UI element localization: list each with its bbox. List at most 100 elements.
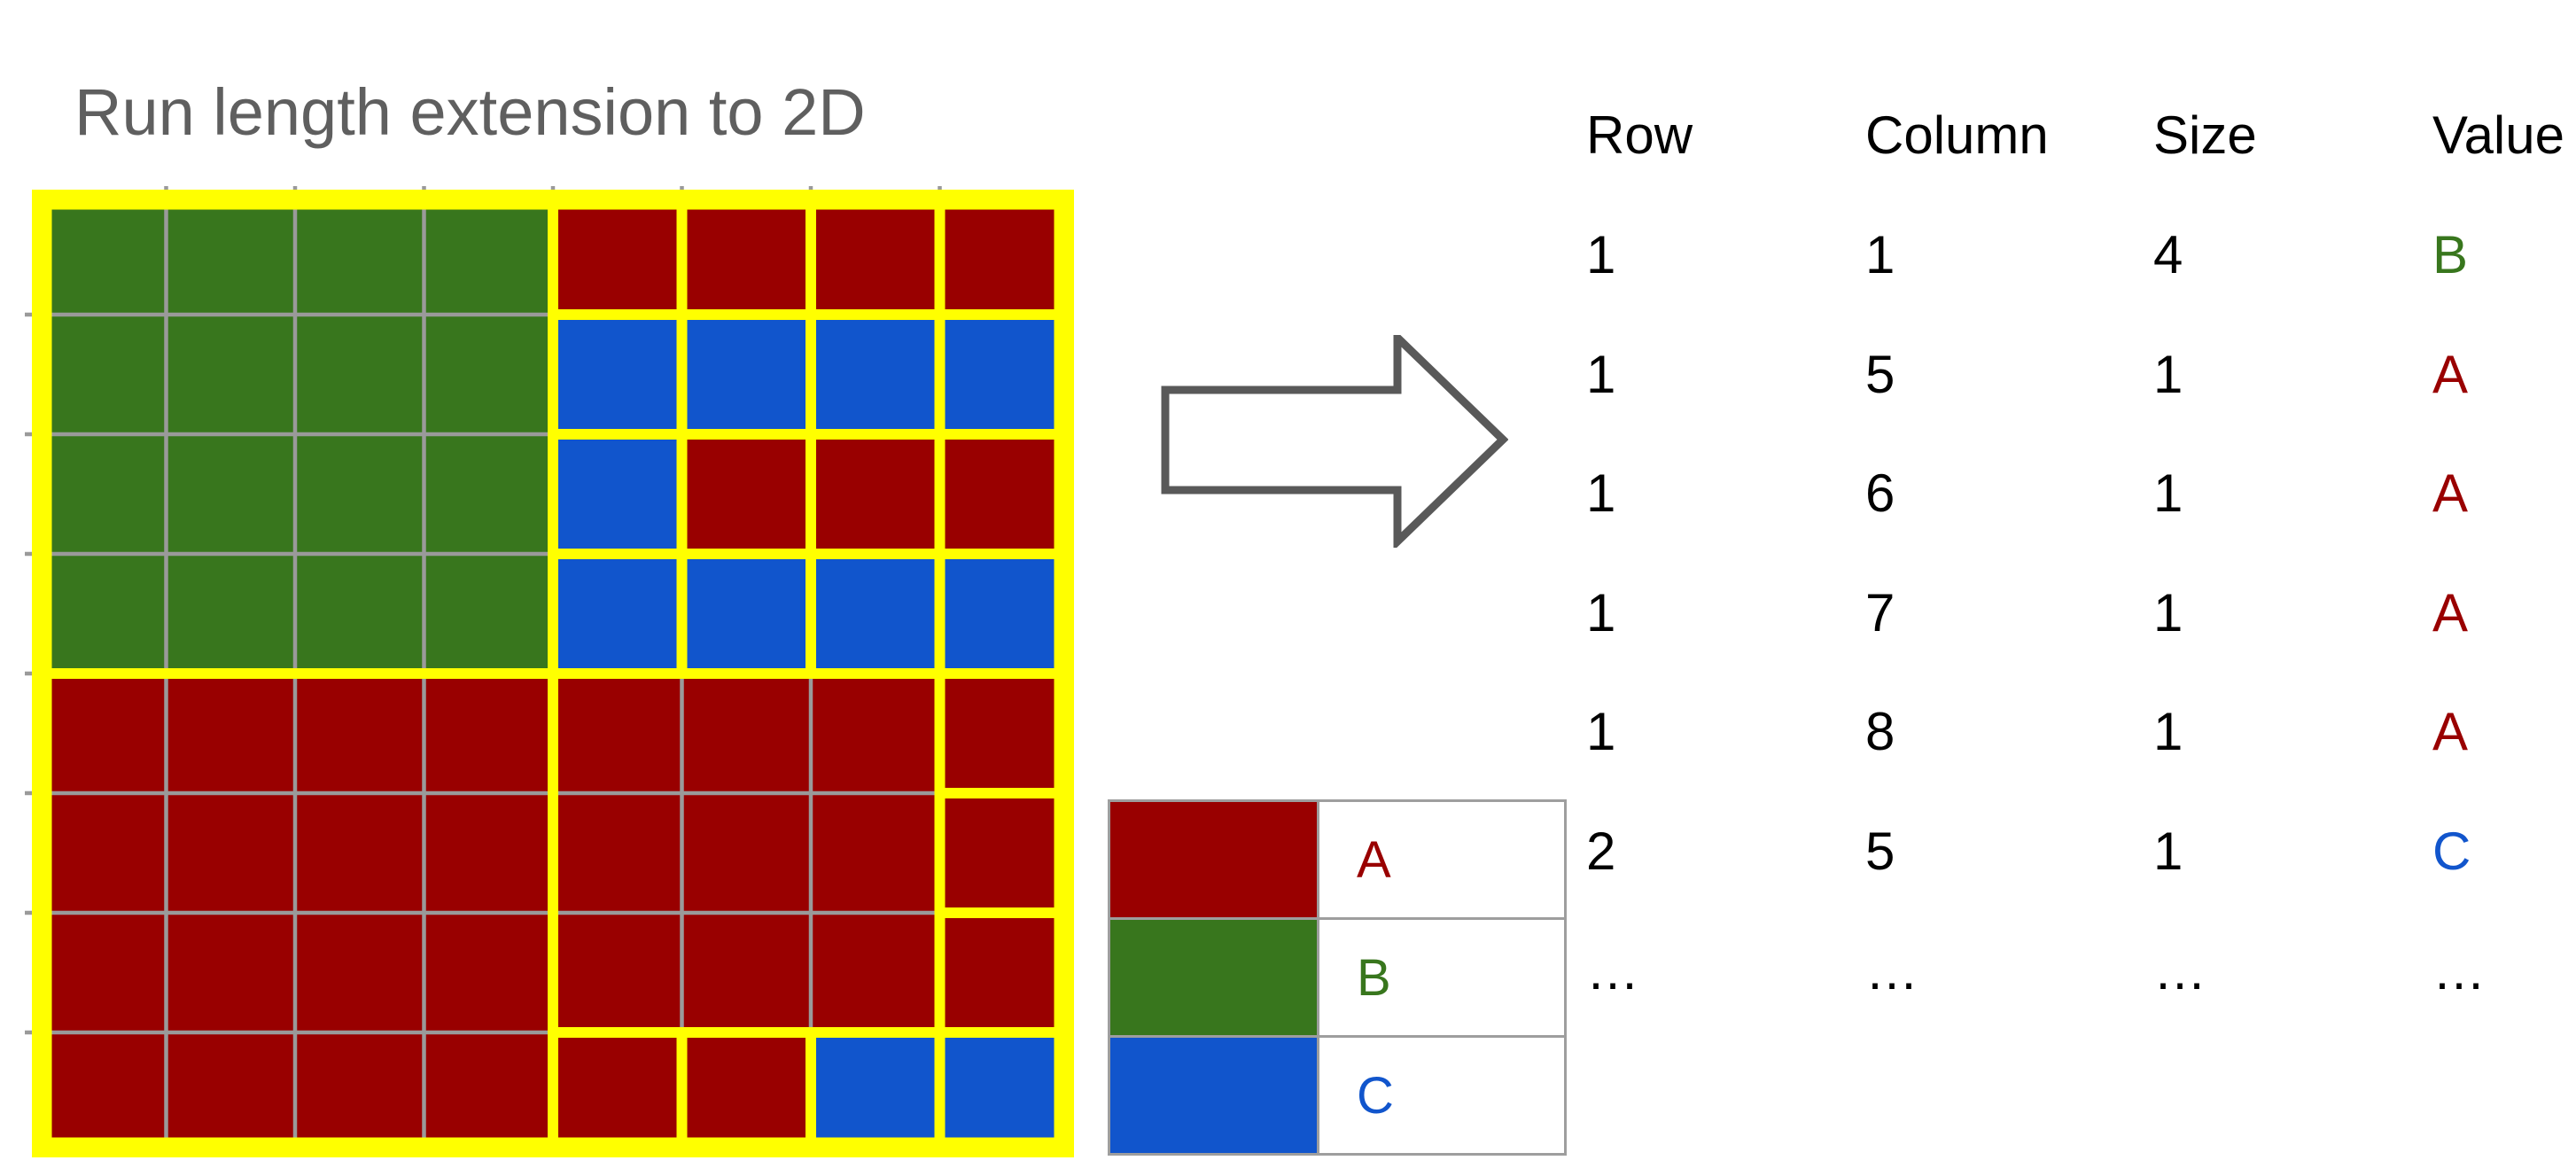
grid-cell: [424, 674, 554, 794]
legend-swatch-C: [1108, 1035, 1319, 1156]
grid-cell: [811, 315, 941, 435]
table-cell-column: 8: [1865, 702, 1895, 761]
table-cell-column: 5: [1865, 822, 1895, 881]
page-title: Run length extension to 2D: [74, 75, 866, 149]
grid-cell: [37, 315, 167, 435]
grid-cell: [811, 913, 941, 1033]
legend-swatch-B: [1108, 917, 1319, 1038]
table-cell-row: 1: [1586, 225, 1616, 284]
grid-cell: [553, 315, 683, 435]
legend-swatch-A: [1108, 799, 1319, 920]
legend-row: A: [1108, 799, 1567, 920]
table-cell-value: A: [2432, 583, 2469, 643]
grid-cell: [681, 315, 812, 435]
grid-cell: [295, 315, 425, 435]
grid-cell: [681, 554, 812, 674]
table-cell-value: C: [2432, 822, 2471, 881]
header-column: Column: [1865, 105, 2049, 165]
table-cell-row: 1: [1586, 702, 1616, 761]
table-cell-row: 1: [1586, 345, 1616, 404]
rle-grid: [25, 186, 1074, 1157]
table-cell-column: 7: [1865, 583, 1895, 643]
grid-cell: [681, 913, 812, 1033]
grid-cell: [811, 793, 941, 914]
grid-cell: [681, 793, 812, 914]
grid-outer-border: [36, 194, 1070, 1153]
grid-cell: [424, 195, 554, 315]
grid-cell: [37, 913, 167, 1033]
grid-cell: [166, 195, 296, 315]
legend-label-B: B: [1317, 917, 1567, 1038]
table-cell-value: A: [2432, 345, 2469, 404]
grid-cell: [166, 1032, 296, 1153]
grid-cell: [424, 554, 554, 674]
table-cell-size: 1: [2153, 345, 2183, 404]
grid-cell: [37, 674, 167, 794]
table-cell-size: 1: [2153, 583, 2183, 643]
grid-cell: [295, 434, 425, 555]
grid-cell: [166, 793, 296, 914]
grid-cell: [166, 554, 296, 674]
table-cell-value: A: [2432, 702, 2469, 761]
grid-cell: [811, 554, 941, 674]
grid-cell: [939, 434, 1070, 555]
table-cell-value: B: [2432, 225, 2469, 284]
legend-label-C: C: [1317, 1035, 1567, 1156]
table-cell-column: …: [1865, 941, 1918, 1001]
right-arrow-icon: [1161, 335, 1508, 548]
grid-cell: [166, 434, 296, 555]
grid-cell: [295, 913, 425, 1033]
grid-cell: [553, 674, 683, 794]
table-cell-value: …: [2432, 941, 2486, 1001]
table-header-row: Row Column Size Value: [1586, 105, 2576, 175]
table-cell-column: 6: [1865, 463, 1895, 523]
grid-cell: [681, 434, 812, 555]
grid-cell: [424, 315, 554, 435]
table-cell-column: 1: [1865, 225, 1895, 284]
grid-cell: [166, 674, 296, 794]
grid-cell: [37, 554, 167, 674]
grid-cell: [939, 315, 1070, 435]
grid-cell: [37, 793, 167, 914]
grid-cell: [295, 554, 425, 674]
grid-cell: [939, 554, 1070, 674]
grid-cell: [553, 554, 683, 674]
grid-cell: [37, 434, 167, 555]
header-row: Row: [1586, 105, 1693, 165]
table-cell-size: 1: [2153, 702, 2183, 761]
table-cell-size: 1: [2153, 463, 2183, 523]
grid-cell: [939, 1032, 1070, 1153]
table-cell-row: 1: [1586, 583, 1616, 643]
grid-cell: [424, 434, 554, 555]
grid-cell: [37, 1032, 167, 1153]
grid-cell: [424, 1032, 554, 1153]
table-row: 1 8 1 A: [1586, 701, 2576, 772]
grid-cell: [811, 1032, 941, 1153]
table-cell-value: A: [2432, 463, 2469, 523]
grid-cell: [295, 1032, 425, 1153]
header-size: Size: [2153, 105, 2257, 165]
legend-row: B: [1108, 917, 1567, 1038]
table-cell-row: …: [1586, 941, 1639, 1001]
legend-label-A: A: [1317, 799, 1567, 920]
grid-cell: [553, 793, 683, 914]
grid-cell: [811, 674, 941, 794]
grid-cell: [553, 434, 683, 555]
grid-cell: [295, 195, 425, 315]
right-arrow-shape: [1161, 335, 1508, 548]
grid-cell: [295, 793, 425, 914]
grid-cell: [295, 674, 425, 794]
grid-cell: [811, 434, 941, 555]
legend-row: C: [1108, 1035, 1567, 1156]
table-cell-column: 5: [1865, 345, 1895, 404]
grid-cell: [939, 195, 1070, 315]
grid-cell: [939, 793, 1070, 914]
grid-cell: [681, 195, 812, 315]
grid-cell: [553, 195, 683, 315]
table-cell-size: 1: [2153, 822, 2183, 881]
